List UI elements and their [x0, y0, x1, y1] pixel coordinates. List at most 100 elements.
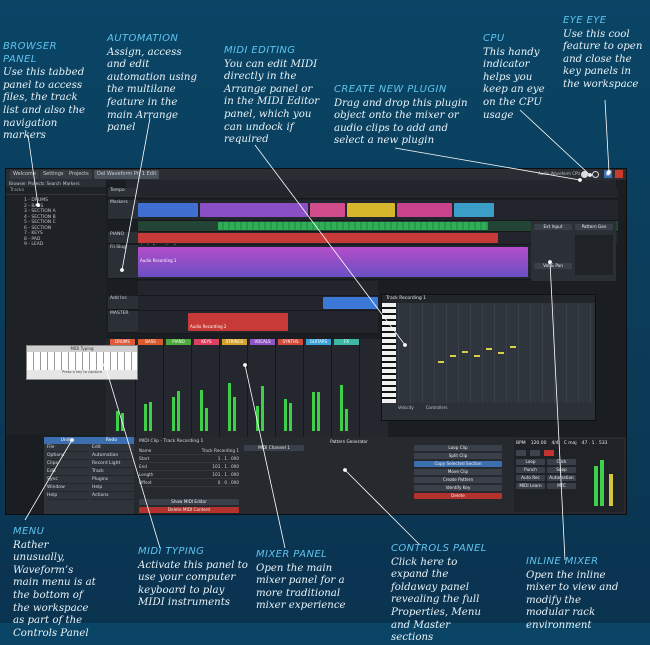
inline-mixer[interactable] — [575, 235, 613, 275]
transport-button[interactable]: Automation — [547, 475, 576, 481]
mixer-strip-name[interactable]: DRUMS — [110, 339, 135, 345]
menu-item[interactable]: File — [47, 444, 89, 452]
transport-button[interactable]: MIDI Learn — [516, 483, 545, 489]
browser-list-item[interactable]: 6 - SECTION — [24, 225, 52, 231]
track-lane[interactable] — [138, 188, 618, 199]
track-lane[interactable] — [138, 296, 378, 311]
clip[interactable]: Audio Recording 2 — [188, 313, 288, 331]
play-icon[interactable] — [530, 450, 540, 456]
clip[interactable] — [323, 297, 378, 309]
clip[interactable] — [310, 203, 345, 217]
track-add-ins[interactable]: Add Ins — [108, 296, 138, 310]
track-master[interactable]: MASTER — [108, 311, 138, 333]
mixer-strip-name[interactable]: STRINGS — [222, 339, 247, 345]
plugin-pattern[interactable]: Pattern Gen — [575, 224, 613, 230]
editor-controllers[interactable]: Controllers — [425, 405, 448, 410]
browser-list-item[interactable]: 9 - LEAD — [24, 242, 44, 247]
key-signature[interactable]: C maj — [563, 441, 577, 446]
browser-tab-projects[interactable]: Projects — [27, 181, 45, 186]
tab-projects[interactable]: Projects — [66, 170, 92, 179]
clip[interactable] — [397, 203, 452, 217]
plugin-volpan[interactable]: Vol & Pan — [534, 263, 572, 269]
mixer-strip-name[interactable]: BASS — [138, 339, 163, 345]
close-icon[interactable] — [615, 170, 623, 178]
menu-item[interactable]: Help — [47, 492, 89, 500]
control-button[interactable]: Move Clip — [414, 469, 502, 475]
browser-tab-browser[interactable]: Browser — [9, 181, 26, 186]
tab-settings[interactable]: Settings — [40, 170, 67, 179]
menu-item[interactable]: Plugins — [92, 476, 134, 484]
control-button[interactable]: Identify Key — [414, 485, 502, 491]
piano-keys[interactable] — [382, 303, 396, 403]
transport-button[interactable]: Loop — [516, 459, 545, 465]
browser-list-item[interactable]: 3 - SECTION A — [24, 209, 56, 214]
menu-item[interactable]: Edit — [92, 444, 134, 452]
transport-button[interactable]: Auto Rec — [516, 475, 545, 481]
control-button[interactable]: Copy Selected Section — [414, 461, 502, 467]
help-icon[interactable] — [592, 171, 599, 178]
mixer-strip-name[interactable]: GUITARS — [306, 339, 331, 345]
browser-tab-markers[interactable]: Markers — [62, 181, 80, 186]
menu-item[interactable]: Edit — [47, 468, 89, 476]
pattern-generator[interactable]: Pattern Generator — [330, 439, 368, 444]
menu-item[interactable]: Automation — [92, 452, 134, 460]
browser-list-item[interactable]: 8 - PAD — [24, 236, 41, 242]
browser-list-item[interactable]: 2 - BASS — [24, 203, 44, 209]
clip[interactable] — [218, 222, 488, 230]
control-button[interactable]: Delete — [414, 493, 502, 499]
track-lane[interactable] — [138, 200, 618, 221]
track-lane[interactable]: Audio Recording 1 — [138, 245, 533, 280]
bpm-value[interactable]: 120.00 — [530, 441, 547, 446]
browser-list-item[interactable]: 4 - SECTION B — [24, 214, 56, 220]
clip[interactable] — [454, 203, 494, 217]
midi-channel-select[interactable]: MIDI Channel 1 — [244, 445, 304, 451]
eye-icon[interactable]: ◉ — [604, 170, 612, 178]
mixer-strip-name[interactable]: FX — [334, 339, 359, 345]
track-synth[interactable]: Fil.Slug — [108, 245, 138, 279]
mixer-strip-name[interactable]: KEYS — [194, 339, 219, 345]
menu-item[interactable]: Options — [47, 452, 89, 460]
menu-item[interactable]: Clips — [47, 460, 89, 468]
control-button[interactable]: Create Pattern — [414, 477, 502, 483]
clip[interactable] — [347, 203, 395, 217]
tab-edit[interactable]: Del Waveform Prj 1 Edit — [94, 170, 160, 179]
editor-velocity[interactable]: Velocity — [398, 405, 414, 410]
menu-item[interactable]: Window — [47, 484, 89, 492]
control-button[interactable]: Split Clip — [414, 453, 502, 459]
menu-item[interactable]: Help — [92, 484, 134, 492]
transport-button[interactable]: Punch — [516, 467, 545, 473]
browser-list-item[interactable]: 7 - KEYS — [24, 231, 43, 236]
menu-item[interactable]: Record Light — [92, 460, 134, 468]
plugin-ext-input[interactable]: Ext Input — [534, 224, 572, 230]
track-markers[interactable]: Markers — [108, 200, 138, 220]
mixer-strip-name[interactable]: SYNTHS — [278, 339, 303, 345]
property-value[interactable]: 101 . 1 . 000 — [212, 464, 239, 469]
property-value[interactable]: 0 . 0 . 000 — [217, 480, 239, 485]
transport-button[interactable]: Snap — [547, 467, 576, 473]
clip[interactable] — [200, 203, 308, 217]
mixer-strip-name[interactable]: PIANO — [166, 339, 191, 345]
property-value[interactable]: 101 . 1 . 000 — [212, 472, 239, 477]
transport-button[interactable]: MTC — [547, 483, 576, 489]
timeline-ruler[interactable] — [126, 180, 616, 188]
record-icon[interactable] — [544, 450, 554, 456]
transport-button[interactable]: Click — [547, 459, 576, 465]
midi-keyboard[interactable] — [27, 352, 137, 370]
clip[interactable]: Audio Recording 1 — [138, 233, 498, 249]
track-tempo[interactable]: Tempo — [108, 188, 138, 198]
menu-item[interactable]: Track — [92, 468, 134, 476]
property-value[interactable]: 1 . 1 . 000 — [217, 456, 239, 461]
midi-typing-panel[interactable]: MIDI Typing Press a key to capture — [26, 345, 138, 380]
rewind-icon[interactable] — [516, 450, 526, 456]
property-value[interactable]: Track Recording 1 — [201, 448, 239, 453]
browser-list-item[interactable]: 5 - SECTION C — [24, 220, 56, 225]
browser-tab-search[interactable]: Search — [46, 181, 61, 186]
track-lane[interactable] — [138, 281, 378, 296]
menu-item[interactable]: Sync — [47, 476, 89, 484]
menu-item[interactable]: Actions — [92, 492, 134, 500]
time-signature[interactable]: 4/4 — [551, 441, 559, 446]
tab-welcome[interactable]: Welcome — [10, 170, 39, 179]
note-grid[interactable] — [398, 303, 593, 403]
track-piano[interactable]: PIANO — [108, 232, 138, 244]
track-lane[interactable]: Audio Recording 2 — [138, 311, 378, 334]
